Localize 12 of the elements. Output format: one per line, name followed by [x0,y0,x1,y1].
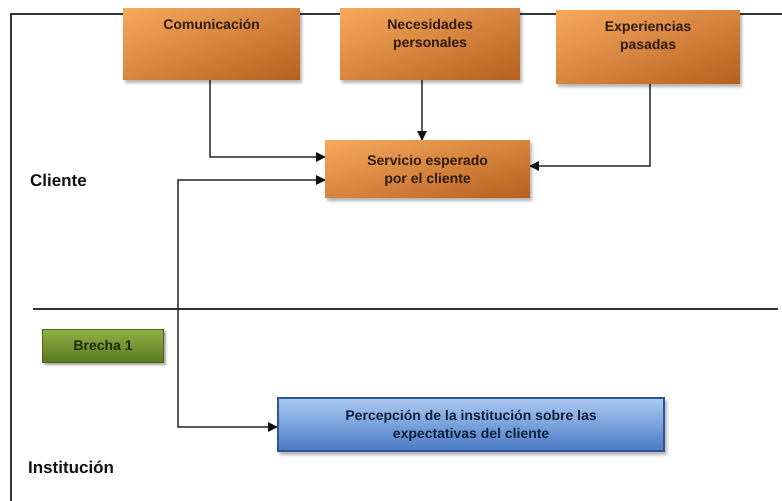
arrow [177,175,326,432]
section-label: Cliente [30,170,87,192]
arrow [529,84,651,171]
section-label: Institución [28,457,114,479]
gap-tag: Brecha 1 [42,329,164,363]
arrow [417,80,427,141]
process-box: Servicio esperado por el cliente [325,140,530,198]
arrow [209,80,326,162]
process-box: Percepción de la institución sobre las expectativas del cliente [277,397,665,452]
process-box: Necesidades personales [340,8,520,80]
process-box: Experiencias pasadas [556,10,740,84]
process-box: Comunicación [123,8,300,80]
